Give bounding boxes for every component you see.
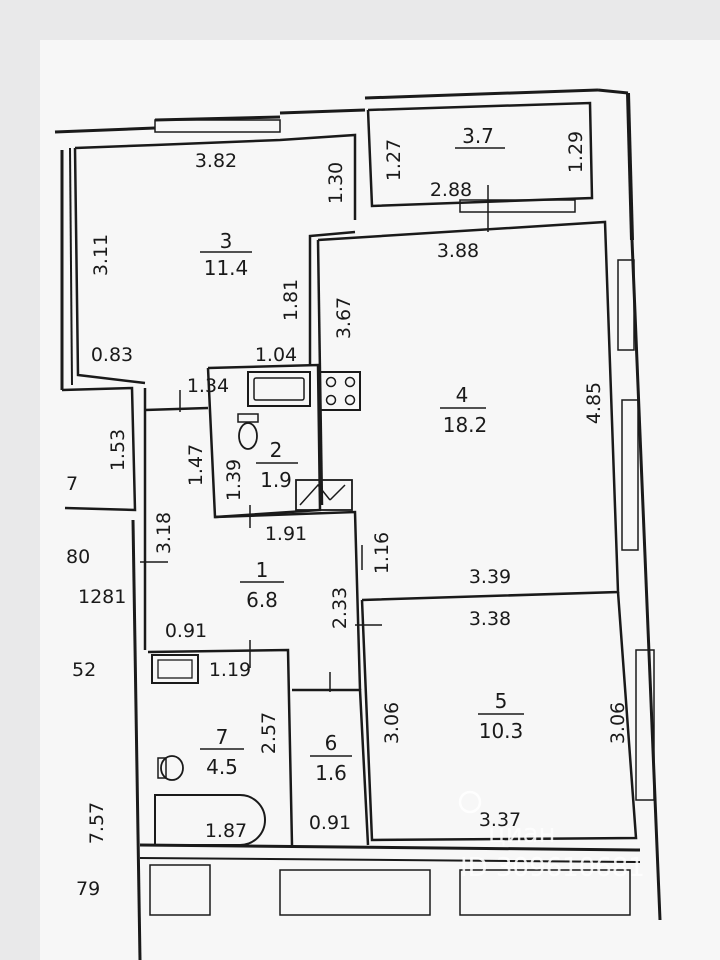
dimension-label: 1.87 bbox=[205, 820, 247, 842]
dimension-label: 1.53 bbox=[107, 429, 129, 471]
dimension-label: 1.04 bbox=[255, 344, 297, 366]
room-3-number: 3 bbox=[220, 229, 233, 253]
edge-label: 52 bbox=[72, 659, 96, 681]
dimension-label: 0.91 bbox=[309, 812, 351, 834]
room-3-area: 11.4 bbox=[204, 256, 249, 280]
dimension-label: 0.83 bbox=[91, 344, 133, 366]
dimension-label: 3.37 bbox=[479, 809, 521, 831]
watermark-brand: циан bbox=[488, 819, 556, 849]
watermark-id: ID 309610681 bbox=[460, 853, 645, 883]
dimension-label: 2.88 bbox=[430, 179, 472, 201]
dimension-label: 3.67 bbox=[333, 297, 355, 339]
dimension-label: 1.81 bbox=[280, 279, 302, 321]
edge-labels: 7 80 1281 52 7.57 79 bbox=[66, 473, 126, 900]
dimension-label: 1.30 bbox=[325, 162, 347, 204]
dimension-label: 2.57 bbox=[258, 712, 280, 754]
dimension-label: 1.19 bbox=[209, 659, 251, 681]
dimension-label: 1.16 bbox=[371, 532, 393, 574]
dimension-label: 4.85 bbox=[583, 382, 605, 424]
edge-label: 7.57 bbox=[86, 802, 108, 844]
room-balcony-area: 3.7 bbox=[462, 124, 494, 148]
room-7-number: 7 bbox=[216, 725, 229, 749]
room-6-number: 6 bbox=[325, 731, 338, 755]
room-4-number: 4 bbox=[456, 383, 469, 407]
sink-icon bbox=[295, 479, 353, 511]
dimension-label: 1.27 bbox=[383, 139, 405, 181]
dimension-label: 3.82 bbox=[195, 150, 237, 172]
edge-label: 80 bbox=[66, 546, 90, 568]
edge-label: 79 bbox=[76, 878, 100, 900]
edge-label: 1281 bbox=[78, 586, 126, 608]
dimension-label: 3.18 bbox=[153, 512, 175, 554]
dimension-label: 1.34 bbox=[187, 375, 229, 397]
dimension-label: 0.91 bbox=[165, 620, 207, 642]
room-7-area: 4.5 bbox=[206, 755, 238, 779]
dimension-label: 1.29 bbox=[565, 131, 587, 173]
room-2-area: 1.9 bbox=[260, 468, 292, 492]
dimension-label: 3.06 bbox=[607, 702, 629, 744]
bathtub-icon bbox=[154, 794, 266, 846]
room-labels: 3 11.4 3.7 4 18.2 2 1.9 1 6.8 5 10.3 7 4… bbox=[200, 124, 524, 785]
room-4-area: 18.2 bbox=[443, 413, 488, 437]
dimension-label: 1.91 bbox=[265, 523, 307, 545]
paper-sheet bbox=[40, 40, 720, 960]
room-2-number: 2 bbox=[270, 438, 283, 462]
room-1-number: 1 bbox=[256, 558, 269, 582]
room-1-area: 6.8 bbox=[246, 588, 278, 612]
room-6-area: 1.6 bbox=[315, 761, 347, 785]
stove-icon bbox=[319, 371, 361, 411]
room-5-number: 5 bbox=[495, 689, 508, 713]
dimension-labels: 3.82 1.30 3.11 1.81 0.83 1.04 1.34 1.27 … bbox=[90, 131, 629, 842]
cian-watermark: циан ID 309610681 bbox=[458, 790, 645, 883]
toilet-icon bbox=[157, 755, 184, 781]
bathtub-icon bbox=[247, 371, 311, 407]
dimension-label: 1.39 bbox=[223, 459, 245, 501]
dimension-label: 2.33 bbox=[329, 587, 351, 629]
room-5-area: 10.3 bbox=[479, 719, 524, 743]
dimension-label: 3.06 bbox=[381, 702, 403, 744]
dimension-label: 1.47 bbox=[185, 444, 207, 486]
edge-label: 7 bbox=[66, 473, 78, 495]
dimension-label: 3.88 bbox=[437, 240, 479, 262]
washbasin-icon bbox=[151, 654, 199, 684]
toilet-icon bbox=[237, 413, 259, 450]
dimension-label: 3.11 bbox=[90, 234, 112, 276]
dimension-label: 3.39 bbox=[469, 566, 511, 588]
dimension-label: 3.38 bbox=[469, 608, 511, 630]
